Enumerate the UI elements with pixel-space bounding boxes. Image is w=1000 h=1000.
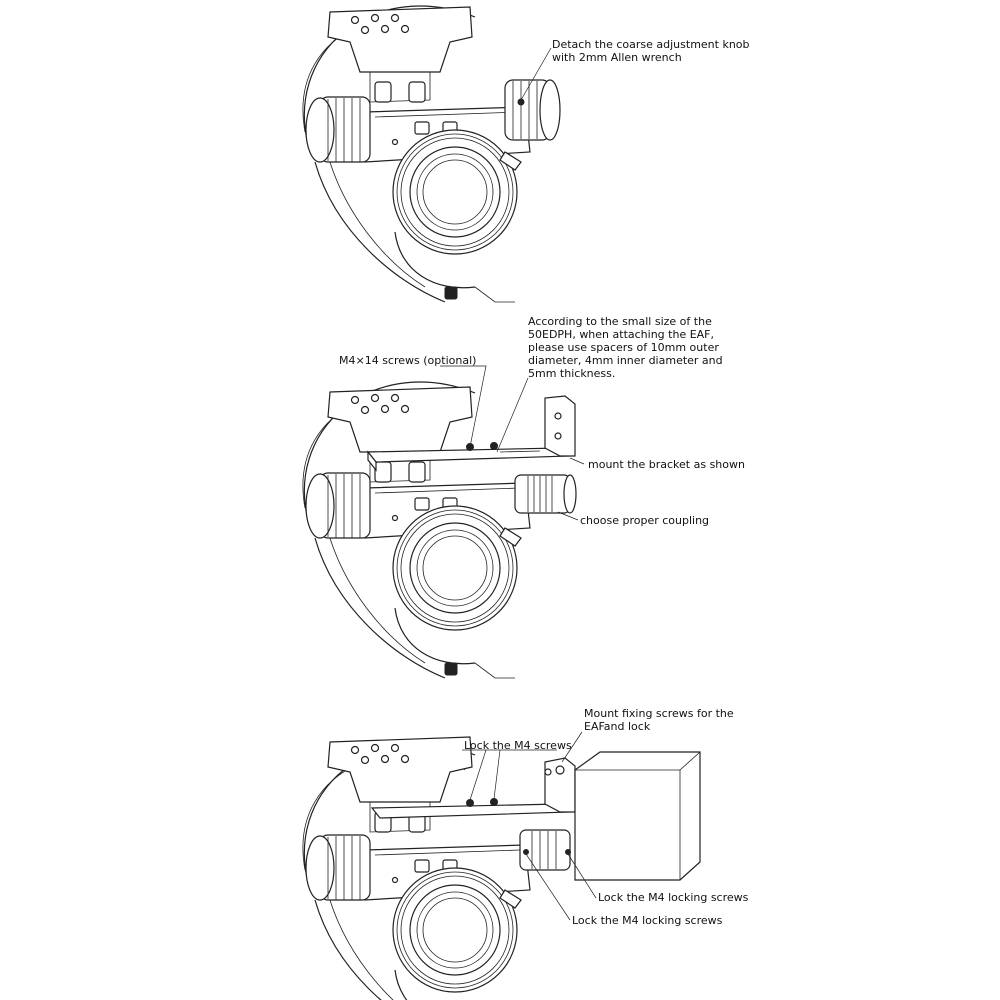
callout-m4-screws-optional: M4×14 screws (optional) — [339, 354, 477, 367]
callout-spacers-note: According to the small size of the 50EDP… — [528, 315, 723, 380]
callout-detach-knob: Detach the coarse adjustment knob with 2… — [552, 38, 750, 64]
callout-mount-fixing-screws: Mount fixing screws for the EAFand lock — [584, 707, 734, 733]
callout-lock-m4-screws: Lock the M4 screws — [464, 739, 572, 752]
callout-lock-m4-locking-screws-2: Lock the M4 locking screws — [572, 914, 723, 927]
coupling — [514, 474, 577, 514]
eaf-unit — [544, 751, 701, 881]
callout-lock-m4-locking-screws-1: Lock the M4 locking screws — [598, 891, 749, 904]
bracket — [366, 395, 576, 472]
right-knob — [504, 79, 561, 141]
callout-choose-coupling: choose proper coupling — [580, 514, 710, 527]
panel-1-drawing — [302, 5, 561, 303]
panel-3-drawing — [302, 731, 701, 1000]
callout-mount-bracket: mount the bracket as shown — [588, 458, 745, 471]
panel-2-drawing — [302, 365, 585, 679]
